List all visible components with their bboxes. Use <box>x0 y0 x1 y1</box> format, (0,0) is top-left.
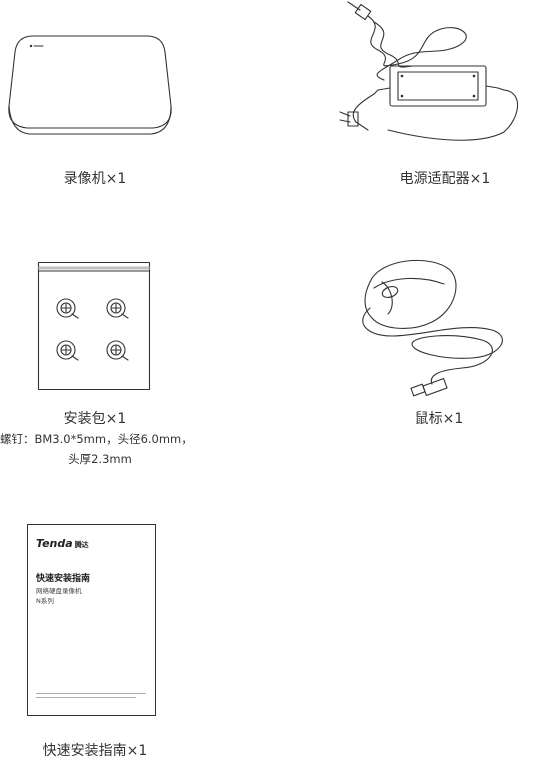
screw-icon <box>56 340 79 361</box>
mouse-illustration <box>352 248 512 398</box>
screw-spec-line2: 头厚2.3mm <box>68 452 132 466</box>
adapter-illustration <box>328 0 528 150</box>
screw-bag-illustration <box>37 261 151 391</box>
adapter-caption: 电源适配器×1 <box>399 171 491 187</box>
kit-caption: 安装包×1 <box>63 411 127 427</box>
screw-icon <box>106 298 129 319</box>
screw-spec-line1: 螺钉：BM3.0*5mm，头径6.0mm， <box>0 432 193 446</box>
guide-title: 快速安装指南 <box>36 574 91 584</box>
guide-subtitle: 网络硬盘录像机 <box>36 587 82 595</box>
recorder-illustration <box>5 30 175 142</box>
recorder-caption: 录像机×1 <box>63 171 127 187</box>
mouse-caption: 鼠标×1 <box>414 411 464 427</box>
screw-icon <box>56 298 79 319</box>
fine-print-line <box>36 697 136 698</box>
guide-caption: 快速安装指南×1 <box>42 743 148 759</box>
guide-series: N系列 <box>36 597 54 605</box>
fine-print-line <box>36 693 146 694</box>
screw-icon <box>106 340 129 361</box>
